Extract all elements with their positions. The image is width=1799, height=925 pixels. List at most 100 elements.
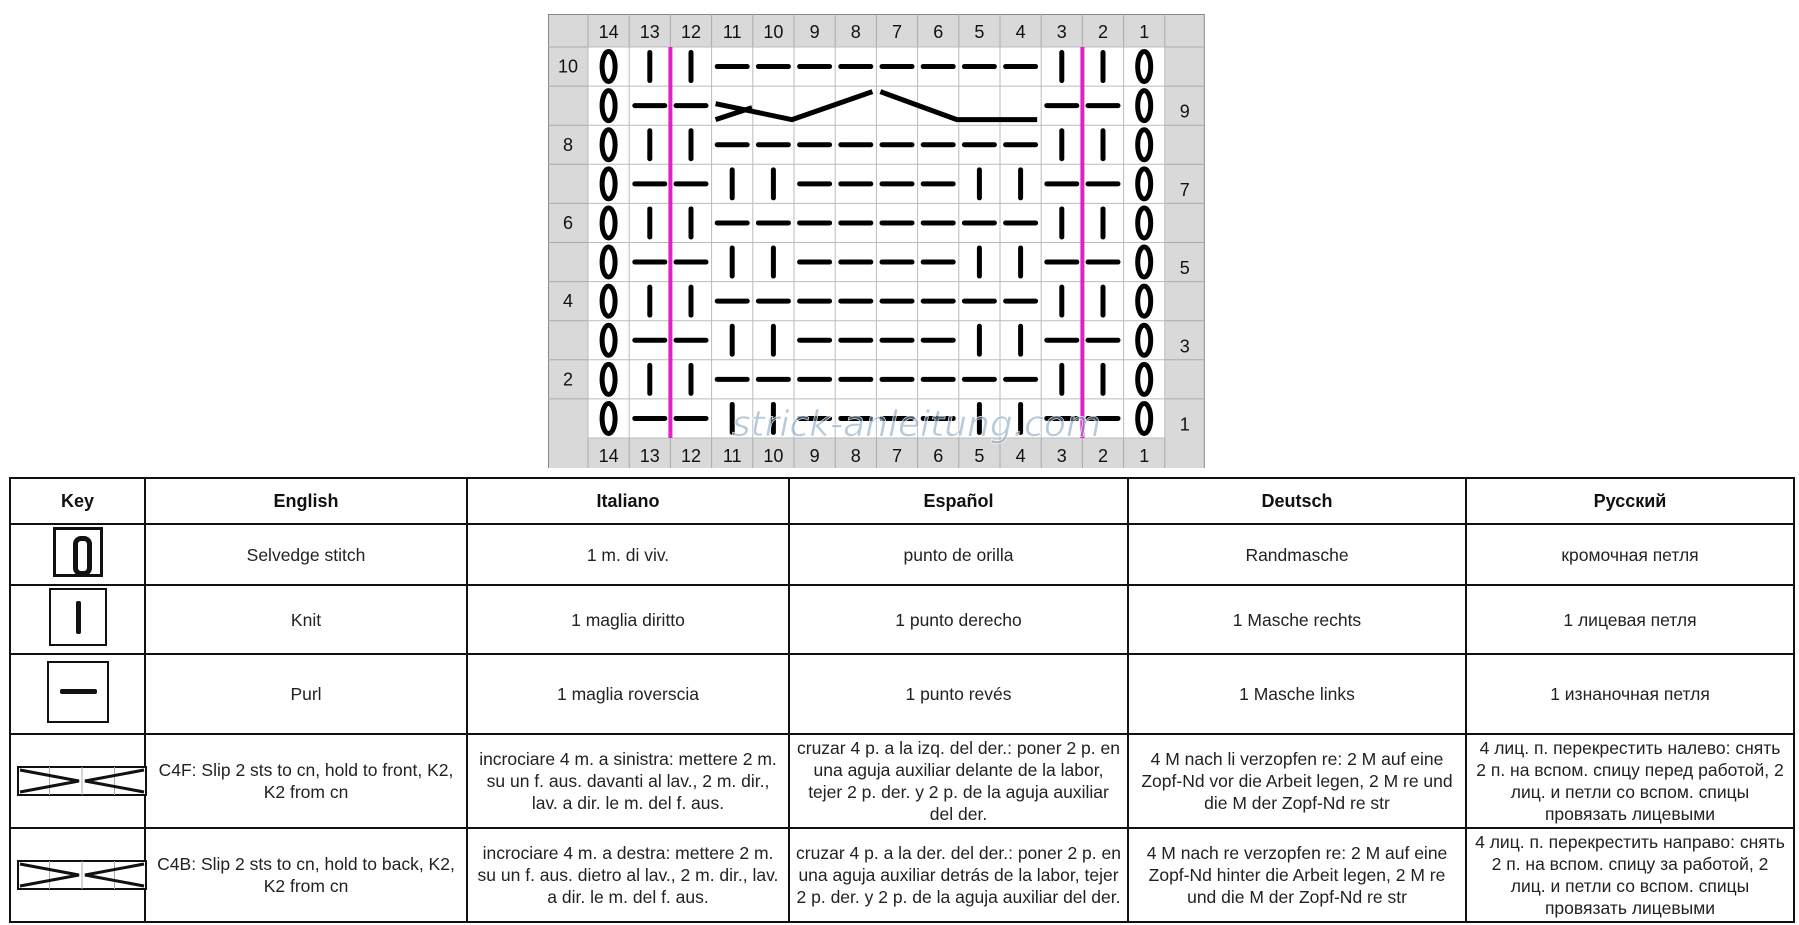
col-number-bottom: 5 xyxy=(974,446,984,466)
header-russian: Русский xyxy=(1465,477,1795,525)
key-row-purl: Purl 1 maglia roverscia 1 punto revés 1 … xyxy=(9,653,1795,735)
header-english: English xyxy=(144,477,468,525)
selvedge-stitch xyxy=(599,361,618,397)
selvedge-stitch xyxy=(599,244,618,280)
selvedge-stitch xyxy=(599,322,618,358)
col-number-top: 8 xyxy=(851,22,861,42)
key-deutsch: 1 Masche links xyxy=(1127,653,1467,735)
col-number-bottom: 14 xyxy=(599,446,619,466)
key-english: Selvedge stitch xyxy=(144,523,468,586)
selvedge-stitch xyxy=(1135,400,1154,436)
selvedge-stitch xyxy=(599,49,618,85)
col-number-top: 4 xyxy=(1016,22,1026,42)
row-number-left: 2 xyxy=(563,369,573,389)
c4f-icon xyxy=(17,766,147,796)
col-number-top: 1 xyxy=(1139,22,1149,42)
row-number-right: 3 xyxy=(1180,336,1190,356)
selvedge-stitch xyxy=(1135,322,1154,358)
key-table: Key English Italiano Español Deutsch Рус… xyxy=(9,477,1795,923)
key-deutsch: Randmasche xyxy=(1127,523,1467,586)
selvedge-stitch xyxy=(599,166,618,202)
col-number-top: 13 xyxy=(640,22,660,42)
key-russian: 1 изнаночная петля xyxy=(1465,653,1795,735)
selvedge-stitch xyxy=(1135,283,1154,319)
col-number-top: 14 xyxy=(599,22,619,42)
purl-icon xyxy=(46,660,109,723)
key-espanol: 1 punto revés xyxy=(788,653,1129,735)
key-english: Purl xyxy=(144,653,468,735)
selvedge-stitch xyxy=(599,88,618,124)
selvedge-stitch xyxy=(1135,205,1154,241)
col-number-bottom: 12 xyxy=(681,446,701,466)
col-number-top: 5 xyxy=(974,22,984,42)
selvedge-stitch xyxy=(1135,244,1154,280)
col-number-bottom: 8 xyxy=(851,446,861,466)
key-header-row: Key English Italiano Español Deutsch Рус… xyxy=(9,477,1795,525)
key-espanol: cruzar 4 p. a la izq. del der.: poner 2 … xyxy=(788,733,1129,829)
selvedge-stitch xyxy=(599,127,618,163)
key-espanol: punto de orilla xyxy=(788,523,1129,586)
knit-icon xyxy=(48,588,107,646)
row-number-left: 4 xyxy=(563,291,573,311)
cable-cross-right xyxy=(879,89,1038,123)
col-number-top: 12 xyxy=(681,22,701,42)
col-number-bottom: 1 xyxy=(1139,446,1149,466)
col-number-bottom: 7 xyxy=(892,446,902,466)
selvedge-stitch xyxy=(1135,127,1154,163)
header-key: Key xyxy=(9,477,146,525)
selvedge-stitch xyxy=(599,400,618,436)
key-russian: 4 лиц. п. перекрестить направо: снять 2 … xyxy=(1465,827,1795,923)
col-number-top: 11 xyxy=(723,22,742,42)
key-english: C4B: Slip 2 sts to cn, hold to back, K2,… xyxy=(144,827,468,923)
col-number-bottom: 2 xyxy=(1098,446,1108,466)
key-italiano: incrociare 4 m. a destra: mettere 2 m. s… xyxy=(466,827,790,923)
col-number-top: 6 xyxy=(933,22,943,42)
key-row-selvedge: Selvedge stitch 1 m. di viv. punto de or… xyxy=(9,523,1795,586)
key-russian: 4 лиц. п. перекрестить налево: снять 2 п… xyxy=(1465,733,1795,829)
key-row-knit: Knit 1 maglia diritto 1 punto derecho 1 … xyxy=(9,584,1795,655)
key-russian: кромочная петля xyxy=(1465,523,1795,586)
key-espanol: 1 punto derecho xyxy=(788,584,1129,655)
row-number-right: 1 xyxy=(1180,414,1190,434)
col-number-bottom: 11 xyxy=(723,446,742,466)
col-number-top: 9 xyxy=(810,22,820,42)
selvedge-stitch xyxy=(1135,166,1154,202)
chart-grid: 1414131312121111101099887766554433221110… xyxy=(548,14,1205,468)
selvedge-stitch xyxy=(1135,49,1154,85)
col-number-bottom: 10 xyxy=(763,446,783,466)
key-italiano: 1 m. di viv. xyxy=(466,523,790,586)
col-number-bottom: 4 xyxy=(1016,446,1026,466)
row-number-right: 9 xyxy=(1180,102,1190,122)
c4b-icon xyxy=(17,860,147,890)
row-number-left: 10 xyxy=(558,57,578,77)
key-italiano: incrociare 4 m. a sinistra: mettere 2 m.… xyxy=(466,733,790,829)
key-russian: 1 лицевая петля xyxy=(1465,584,1795,655)
row-number-left: 6 xyxy=(563,213,573,233)
cable-cross-left xyxy=(715,89,874,123)
key-deutsch: 4 M nach re verzopfen re: 2 M auf eine Z… xyxy=(1127,827,1467,923)
key-english: Knit xyxy=(144,584,468,655)
header-deutsch: Deutsch xyxy=(1127,477,1467,525)
key-italiano: 1 maglia diritto xyxy=(466,584,790,655)
header-espanol: Español xyxy=(788,477,1129,525)
col-number-bottom: 6 xyxy=(933,446,943,466)
selvedge-stitch xyxy=(1135,361,1154,397)
key-row-c4f: C4F: Slip 2 sts to cn, hold to front, K2… xyxy=(9,733,1795,829)
key-deutsch: 1 Masche rechts xyxy=(1127,584,1467,655)
col-number-top: 7 xyxy=(892,22,902,42)
watermark: strick-anleitung.com xyxy=(732,404,1101,445)
key-symbol-cell xyxy=(9,523,146,586)
row-number-right: 5 xyxy=(1180,258,1190,278)
col-number-bottom: 13 xyxy=(640,446,660,466)
col-number-top: 2 xyxy=(1098,22,1108,42)
key-symbol-cell xyxy=(9,584,146,655)
col-number-top: 10 xyxy=(763,22,783,42)
key-symbol-cell xyxy=(9,653,146,735)
col-number-bottom: 3 xyxy=(1057,446,1067,466)
header-italiano: Italiano xyxy=(466,477,790,525)
selvedge-stitch xyxy=(599,205,618,241)
key-symbol-cell xyxy=(9,827,147,923)
selvedge-stitch xyxy=(599,283,618,319)
col-number-top: 3 xyxy=(1057,22,1067,42)
